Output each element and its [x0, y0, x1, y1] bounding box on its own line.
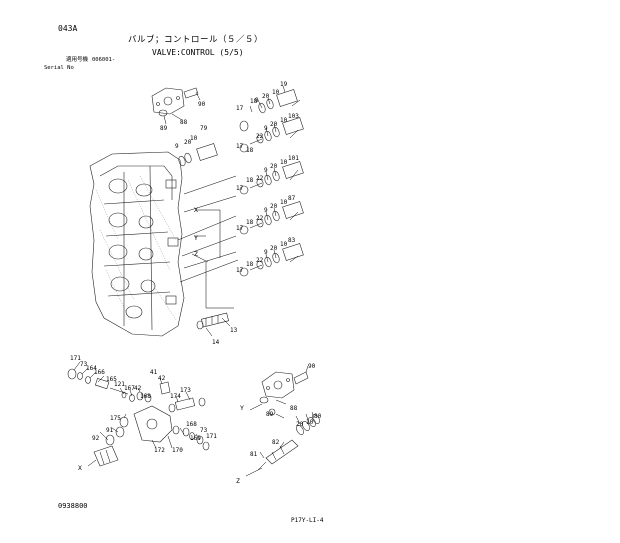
callout-13: 13 — [230, 327, 238, 334]
callout-73-a: 73 — [80, 361, 88, 368]
callout-174: 174 — [170, 393, 181, 400]
spool-assemblies — [177, 85, 304, 337]
callout-168-a: 168 — [140, 393, 151, 400]
callout-18-row3: 18 — [246, 177, 254, 184]
callout-171-b: 171 — [206, 433, 217, 440]
callout-9-row4: 9 — [264, 207, 268, 214]
callout-labels: 90 89 88 18 19 20 9 17 10 79 103 22 101 … — [70, 81, 322, 485]
callout-17: 17 — [236, 105, 244, 112]
callout-20-row2: 20 — [270, 121, 278, 128]
callout-14: 14 — [212, 339, 220, 346]
serial-label-english: Serial No — [44, 65, 74, 71]
callout-91: 91 — [106, 427, 114, 434]
callout-79: 79 — [200, 125, 208, 132]
top-cover-assembly — [151, 87, 201, 125]
callout-10-row5: 10 — [280, 241, 288, 248]
callout-87: 87 — [288, 195, 296, 202]
section-letter-z: Z — [194, 250, 198, 258]
callout-175: 175 — [110, 415, 121, 422]
callout-20-lower: 20 — [296, 421, 304, 428]
callout-22-row3: 22 — [256, 175, 264, 182]
callout-22: 22 — [256, 133, 264, 140]
callout-10-row1: 10 — [190, 135, 198, 142]
callout-42: 42 — [134, 385, 142, 392]
callout-89-top: 89 — [160, 125, 168, 132]
callout-81: 81 — [250, 451, 258, 458]
valve-body-drawing — [89, 151, 185, 337]
serial-label-japanese: 適用号機 — [66, 57, 89, 63]
callout-20-row5: 20 — [270, 245, 278, 252]
callout-9-row3: 9 — [264, 167, 268, 174]
callout-89-lower: 89 — [266, 411, 274, 418]
callout-22-row4: 22 — [256, 215, 264, 222]
callout-165: 165 — [106, 376, 117, 383]
callout-17-row2: 17 — [236, 143, 244, 150]
callout-41: 41 — [150, 369, 158, 376]
callout-10: 10 — [272, 89, 280, 96]
callout-168-b: 168 — [186, 421, 197, 428]
callout-88-top: 88 — [180, 119, 188, 126]
callout-20-row3: 20 — [270, 163, 278, 170]
document-code: 0938800 — [58, 502, 88, 510]
title-english: VALVE:CONTROL (5/5) — [152, 48, 244, 57]
callout-10-lower: 10 — [306, 419, 314, 426]
page-code: 043A — [58, 24, 78, 33]
callout-18-row5: 18 — [246, 261, 254, 268]
callout-9-row1: 9 — [175, 143, 179, 150]
callout-103: 103 — [288, 113, 299, 120]
section-letter-y: Y — [194, 234, 198, 242]
callout-18-row4: 18 — [246, 219, 254, 226]
callout-10-row4: 10 — [280, 199, 288, 206]
callout-20-row1: 20 — [184, 139, 192, 146]
callout-10-row2: 10 — [280, 117, 288, 124]
callout-101: 101 — [288, 155, 299, 162]
callout-20-row4: 20 — [270, 203, 278, 210]
callout-17-row5: 17 — [236, 267, 244, 274]
callout-73-b: 73 — [200, 427, 208, 434]
callout-82: 82 — [272, 439, 280, 446]
section-letter-x-lower: X — [78, 464, 82, 472]
callout-90-top: 90 — [198, 101, 206, 108]
callout-22-row5: 22 — [256, 257, 264, 264]
callout-19: 19 — [280, 81, 288, 88]
lower-right-subassembly — [245, 365, 320, 477]
lower-left-subassembly — [67, 361, 210, 467]
callout-164: 164 — [86, 365, 97, 372]
callout-9: 9 — [255, 97, 259, 104]
callout-166: 166 — [94, 369, 105, 376]
callout-80: 80 — [314, 413, 322, 420]
serial-range: 006001- — [92, 57, 116, 63]
callout-18: 18 — [250, 98, 258, 105]
callout-172: 172 — [154, 447, 165, 454]
section-letter-z-lower: Z — [236, 477, 240, 485]
callout-83: 83 — [288, 237, 296, 244]
section-letter-y-lower: Y — [240, 404, 244, 412]
callout-170: 170 — [172, 447, 183, 454]
callout-92: 92 — [92, 435, 100, 442]
callout-121: 121 — [114, 381, 125, 388]
callout-18-row2: 18 — [246, 147, 254, 154]
callout-17-row3: 17 — [236, 185, 244, 192]
callout-9-row5: 9 — [264, 249, 268, 256]
page-number: P17Y-LI-4 — [291, 517, 324, 524]
callout-169: 169 — [190, 435, 201, 442]
section-letter-x: X — [194, 206, 198, 214]
callout-173: 173 — [180, 387, 191, 394]
title-japanese: バルブ；コントロール（５／５） — [128, 35, 264, 45]
callout-167: 167 — [124, 385, 135, 392]
callout-17-row4: 17 — [236, 225, 244, 232]
callout-20: 20 — [262, 93, 270, 100]
callout-171-a: 171 — [70, 355, 81, 362]
callout-9-row2: 9 — [264, 125, 268, 132]
callout-42-b: 42 — [158, 375, 166, 382]
callout-88-lower: 88 — [290, 405, 298, 412]
callout-10-row3: 10 — [280, 159, 288, 166]
callout-90-lower: 90 — [308, 363, 316, 370]
